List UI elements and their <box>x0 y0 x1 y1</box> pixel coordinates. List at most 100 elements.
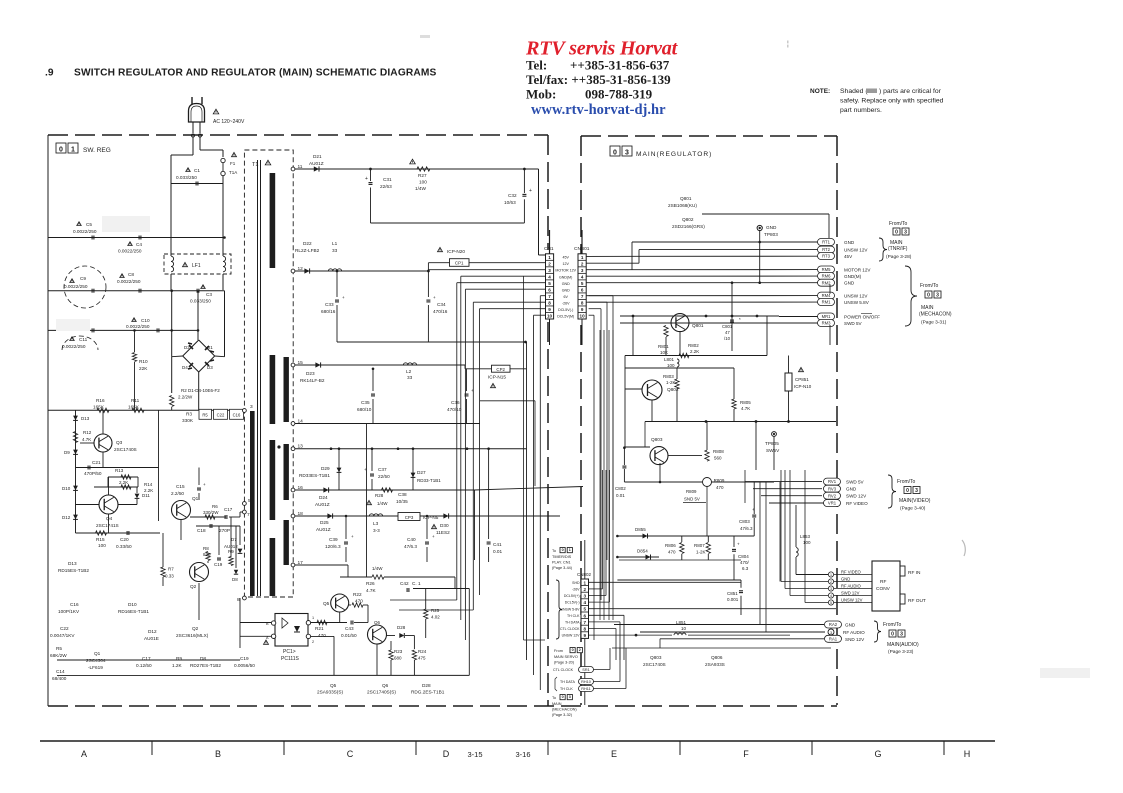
svg-text:D21: D21 <box>313 154 322 159</box>
svg-text:0.0022/250: 0.0022/250 <box>64 284 88 289</box>
svg-text:C18: C18 <box>197 528 206 533</box>
svg-text:Mob:: Mob: <box>526 87 556 102</box>
svg-text:C14: C14 <box>56 669 65 674</box>
svg-text:9: 9 <box>548 307 551 312</box>
svg-text:D7: D7 <box>231 537 237 542</box>
svg-text:D4: D4 <box>182 365 188 370</box>
svg-text:C. 1: C. 1 <box>412 581 421 586</box>
svg-text:C21: C21 <box>92 460 101 465</box>
svg-text:C804: C804 <box>738 554 749 559</box>
svg-text:SWD 5V: SWD 5V <box>846 480 865 485</box>
svg-text:RA1: RA1 <box>829 636 838 641</box>
svg-text:0: 0 <box>562 695 564 699</box>
svg-text:RV2: RV2 <box>828 493 837 498</box>
svg-text:C16: C16 <box>70 602 79 607</box>
svg-text:C42: C42 <box>400 581 409 586</box>
svg-text:Q6: Q6 <box>382 683 389 688</box>
svg-text:RM1: RM1 <box>822 300 832 305</box>
svg-text:1: 1 <box>581 255 584 260</box>
svg-text:0.33: 0.33 <box>165 574 174 579</box>
svg-text:UNSW 12V: UNSW 12V <box>844 294 868 299</box>
svg-text:C9: C9 <box>80 276 86 281</box>
svg-text:SWD 12V: SWD 12V <box>846 494 867 499</box>
svg-text:470: 470 <box>355 599 363 604</box>
svg-text:1/4W: 1/4W <box>415 186 427 191</box>
svg-text:Q5: Q5 <box>330 683 337 688</box>
svg-text:) parts are critical for: ) parts are critical for <box>879 88 942 95</box>
svg-text:C32: C32 <box>508 193 517 198</box>
svg-text:MAIN(AUDIO): MAIN(AUDIO) <box>887 642 919 648</box>
svg-text:D13: D13 <box>81 416 90 421</box>
svg-text:8: 8 <box>548 301 551 306</box>
svg-text:0: 0 <box>562 548 564 552</box>
svg-text:RF: RF <box>880 579 886 585</box>
svg-text:6: 6 <box>581 288 584 293</box>
svg-text:C4: C4 <box>136 242 142 247</box>
svg-text:C3: C3 <box>206 292 212 297</box>
svg-text:3: 3 <box>830 587 832 591</box>
svg-text:2.2/50: 2.2/50 <box>171 491 184 496</box>
svg-text:2: 2 <box>579 648 581 652</box>
svg-text:1: 1 <box>583 580 586 585</box>
svg-text:1/4W: 1/4W <box>377 501 388 506</box>
svg-text:LF1: LF1 <box>192 263 201 269</box>
svg-text:RM6: RM6 <box>822 274 832 279</box>
svg-text:330K: 330K <box>182 418 194 423</box>
svg-text:R5: R5 <box>56 646 62 651</box>
svg-text:C38: C38 <box>398 492 407 497</box>
svg-text:T1: T1 <box>252 162 258 168</box>
svg-text:1: 1 <box>569 548 571 552</box>
svg-text:2.2K: 2.2K <box>690 349 699 354</box>
svg-text:PC111S: PC111S <box>281 656 300 662</box>
svg-text:R24: R24 <box>418 649 427 654</box>
svg-text:SWD 12V: SWD 12V <box>841 591 860 596</box>
svg-text:RD33-T1B1: RD33-T1B1 <box>417 478 441 483</box>
svg-text:5: 5 <box>581 281 584 286</box>
svg-text:RDG.2ES-T1B1: RDG.2ES-T1B1 <box>411 690 445 695</box>
svg-text:7: 7 <box>247 512 250 518</box>
svg-text:6: 6 <box>548 288 551 293</box>
svg-text:CP851: CP851 <box>795 377 809 382</box>
svg-text:Q4: Q4 <box>106 516 113 521</box>
svg-text:AU01Z: AU01Z <box>309 161 324 166</box>
svg-text:470/: 470/ <box>740 560 750 565</box>
svg-text:MR1: MR1 <box>822 314 832 319</box>
svg-text:D23: D23 <box>306 371 315 376</box>
svg-text:C15: C15 <box>176 484 185 489</box>
svg-text:part numbers.: part numbers. <box>840 107 882 114</box>
svg-text:D30: D30 <box>440 523 449 528</box>
svg-text:RD15ES-T1B2: RD15ES-T1B2 <box>58 568 89 573</box>
svg-text:(TNR/IF): (TNR/IF) <box>888 246 908 252</box>
svg-text:Shaded (: Shaded ( <box>840 88 868 95</box>
svg-text:TP803: TP803 <box>764 232 778 237</box>
svg-text:CP2: CP2 <box>496 367 505 372</box>
svg-text:Q801: Q801 <box>680 196 692 201</box>
svg-text:6V: 6V <box>563 295 568 299</box>
svg-text:Tel/fax: ++385-31-856-139: Tel/fax: ++385-31-856-139 <box>526 72 671 87</box>
svg-text:F: F <box>743 749 749 759</box>
svg-text:RF OUT: RF OUT <box>908 598 926 604</box>
svg-text:C22: C22 <box>217 413 225 418</box>
svg-text:2SC1741S: 2SC1741S <box>96 523 119 528</box>
svg-text:R2: R2 <box>181 388 187 393</box>
svg-text:3: 3 <box>581 268 584 273</box>
svg-text:C803: C803 <box>739 519 750 524</box>
svg-text:Q1: Q1 <box>192 496 199 501</box>
svg-text:0.0056/50: 0.0056/50 <box>234 663 255 668</box>
svg-text:4.02: 4.02 <box>431 615 440 620</box>
svg-text:MOTOR 12V: MOTOR 12V <box>555 269 576 273</box>
svg-text:GND(M): GND(M) <box>844 274 862 279</box>
svg-text:MAIN(REGULATOR): MAIN(REGULATOR) <box>636 151 712 158</box>
svg-text:TH CLK: TH CLK <box>560 687 573 691</box>
svg-text:165K: 165K <box>128 405 140 410</box>
svg-text:R28: R28 <box>375 493 384 498</box>
svg-text:R14: R14 <box>144 482 153 487</box>
svg-text:C35: C35 <box>361 400 370 405</box>
svg-text:12V: 12V <box>562 262 569 266</box>
svg-text:4.7K: 4.7K <box>741 406 750 411</box>
svg-text:33: 33 <box>407 375 413 380</box>
svg-text:5: 5 <box>248 498 251 504</box>
svg-text:A: A <box>266 636 269 640</box>
svg-text:+: + <box>432 534 435 539</box>
svg-text:Q2: Q2 <box>190 584 197 589</box>
